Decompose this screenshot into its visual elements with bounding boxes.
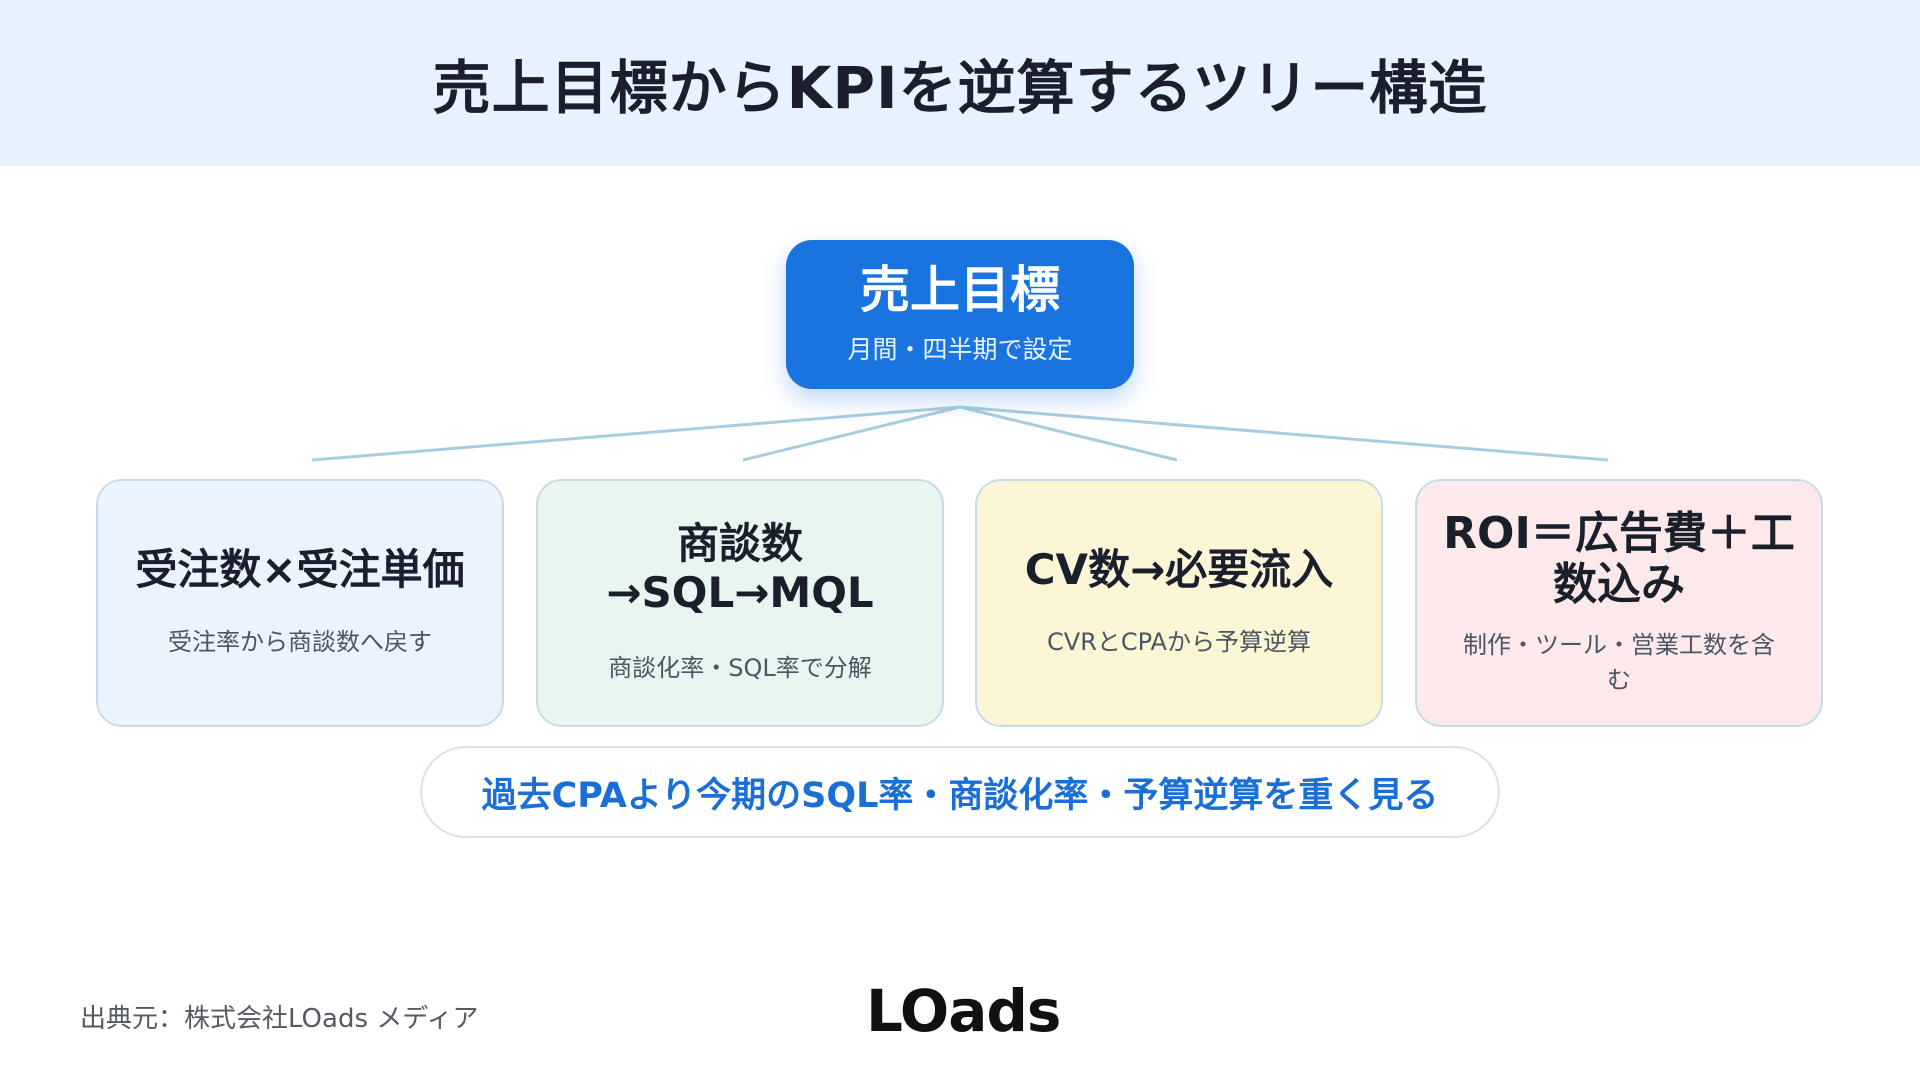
branch-card-subtitle: CVRとCPAから予算逆算	[1047, 627, 1311, 656]
branch-card-title: 商談数 →SQL→MQL	[606, 518, 874, 617]
branch-card-title-line: 数込み	[1553, 559, 1685, 611]
branch-card-title-line: →SQL→MQL	[606, 567, 874, 617]
key-point-text: 過去CPAより今期のSQL率・商談化率・予算逆算を重く見る	[481, 775, 1439, 816]
branch-card-subtitle: 受注率から商談数へ戻す	[168, 627, 432, 656]
branch-card-subtitle: 商談化率・SQL率で分解	[608, 654, 872, 683]
branch-card-title-line: 商談数	[676, 518, 803, 568]
branch-card-subtitle-line: 制作・ツール・営業工数を含	[1463, 631, 1775, 660]
root-node-sales-target: 売上目標 月間・四半期で設定	[786, 240, 1134, 389]
slide-title: 売上目標からKPIを逆算するツリー構造	[432, 54, 1488, 122]
branch-card-title-line: ROI＝広告費＋工	[1443, 508, 1795, 560]
branch-card-deals: 商談数 →SQL→MQL 商談化率・SQL率で分解	[536, 479, 944, 727]
connector-line-4	[959, 405, 1609, 462]
header-band: 売上目標からKPIを逆算するツリー構造	[0, 0, 1920, 166]
connector-line-2	[742, 405, 961, 462]
root-node-subtitle: 月間・四半期で設定	[847, 335, 1073, 364]
root-node-title: 売上目標	[860, 261, 1060, 319]
branch-card-orders: 受注数×受注単価 受注率から商談数へ戻す	[96, 479, 504, 727]
connector-line-1	[311, 405, 961, 462]
branch-card-title: CV数→必要流入	[1024, 545, 1334, 595]
branch-card-conversions: CV数→必要流入 CVRとCPAから予算逆算	[975, 479, 1383, 727]
branch-card-title: ROI＝広告費＋工 数込み	[1443, 508, 1795, 610]
branch-card-title: 受注数×受注単価	[135, 545, 465, 595]
key-point-pill: 過去CPAより今期のSQL率・商談化率・予算逆算を重く見る	[420, 746, 1500, 838]
branch-card-subtitle: 制作・ツール・営業工数を含 む	[1463, 628, 1775, 698]
source-credit: 出典元：株式会社LOads メディア	[80, 1004, 479, 1034]
brand-logo: LOads	[866, 977, 1061, 1045]
branch-card-roi: ROI＝広告費＋工 数込み 制作・ツール・営業工数を含 む	[1415, 479, 1823, 727]
connector-line-3	[959, 405, 1178, 462]
branch-card-subtitle-line: む	[1607, 666, 1631, 695]
